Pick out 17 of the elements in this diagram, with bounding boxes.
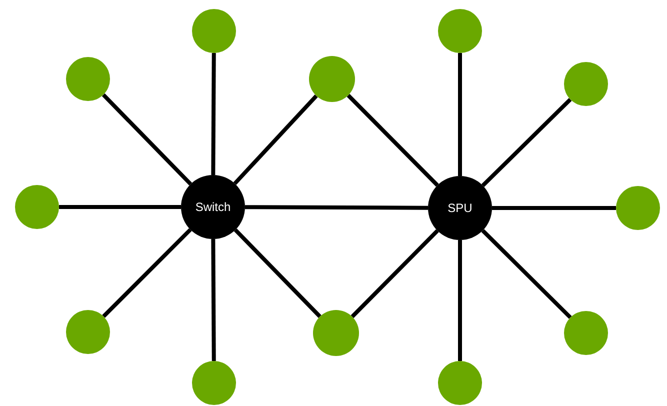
connector-line: [245, 205, 428, 210]
connector-line: [102, 93, 192, 186]
connector-line: [233, 94, 318, 185]
connector-line: [481, 229, 572, 319]
connector-line: [346, 94, 439, 187]
connector-line: [234, 228, 322, 318]
connector-line: [211, 52, 216, 176]
connector-line: [59, 205, 181, 209]
connector-line: [481, 98, 572, 187]
node-label: Switch: [195, 201, 231, 213]
connector-line: [102, 228, 192, 318]
connector-line: [211, 238, 216, 362]
connector-line: [458, 53, 462, 176]
connector-line: [350, 229, 439, 318]
node-label: SPU: [448, 202, 472, 214]
connector-line: [458, 240, 462, 361]
connector-line: [492, 206, 616, 210]
